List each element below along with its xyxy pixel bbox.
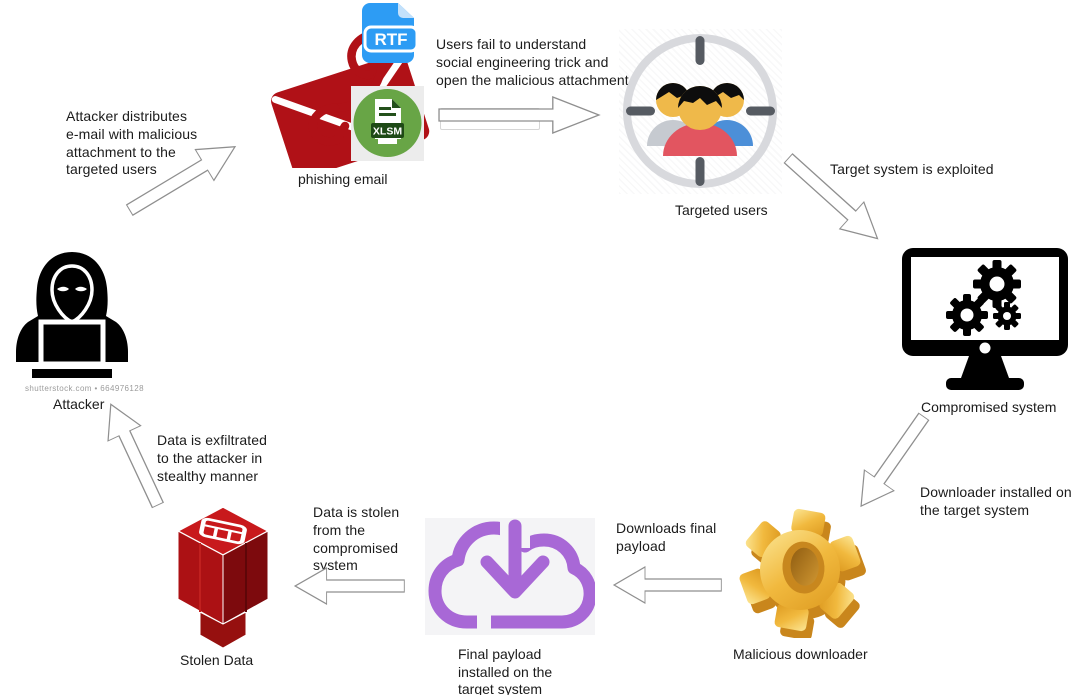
arrow-phishing-to-users — [438, 96, 600, 134]
gear-hole — [790, 547, 819, 586]
rtf-badge-text: RTF — [374, 30, 407, 49]
edge-payload-to-stolen-text: Data is stolen from the compromised syst… — [313, 504, 400, 574]
shutterstock-watermark: shutterstock.com • 664976128 — [25, 384, 144, 393]
download-arrow — [480, 519, 550, 599]
monitor-stand — [961, 356, 1009, 378]
attacker-label: Attacker — [53, 396, 105, 412]
phishing-email-label: phishing email — [298, 171, 388, 187]
edge-compromised-to-downloader-text: Downloader installed on the target syste… — [920, 484, 1072, 518]
compromised-system-label: Compromised system — [921, 399, 1057, 415]
rtf-file-icon: RTF — [362, 3, 419, 63]
user-center — [663, 86, 737, 156]
crosshair-ticks — [626, 36, 775, 186]
users-crosshair-icon — [623, 34, 777, 188]
hacker-laptop-base — [32, 369, 112, 378]
db-lower-step — [199, 611, 247, 649]
monitor-gears-icon — [902, 248, 1068, 390]
arrow-downloader-to-payload — [613, 566, 722, 604]
gold-gear-icon — [739, 508, 866, 638]
malicious-downloader-label: Malicious downloader — [733, 646, 868, 662]
db-table-glyph — [199, 517, 247, 545]
arrow-payload-to-stolen — [294, 567, 405, 605]
edge-downloader-to-payload-text: Downloads final payload — [616, 520, 717, 554]
final-payload-label: Final payload installed on the target sy… — [458, 646, 553, 695]
xlsm-file-icon: XLSM — [351, 86, 424, 161]
cloud-download-icon — [425, 518, 595, 635]
monitor-camera-dot — [979, 342, 991, 354]
edge-phishing-to-users-text: Users fail to understand social engineer… — [436, 36, 629, 88]
xlsm-badge-text: XLSM — [373, 126, 402, 138]
red-database-icon — [176, 506, 270, 649]
stolen-data-label: Stolen Data — [180, 652, 254, 668]
monitor-base — [946, 378, 1024, 390]
edge-stolen-to-attacker-text: Data is exfiltrated to the attacker in s… — [157, 432, 268, 484]
screen-gears — [946, 260, 1021, 336]
edge-attacker-to-phishing-text: Attacker distributes e-mail with malicio… — [66, 108, 198, 178]
edge-users-to-compromised-text: Target system is exploited — [830, 161, 994, 177]
targeted-users-label: Targeted users — [675, 202, 768, 218]
arrow-users-to-compromised — [775, 144, 891, 253]
hacker-eye-left — [57, 286, 69, 292]
targeted-users-tile — [619, 29, 782, 194]
hacker-eye-right — [75, 286, 87, 292]
hacker-hoodie-laptop-icon — [16, 252, 128, 378]
hacker-laptop — [38, 319, 106, 367]
